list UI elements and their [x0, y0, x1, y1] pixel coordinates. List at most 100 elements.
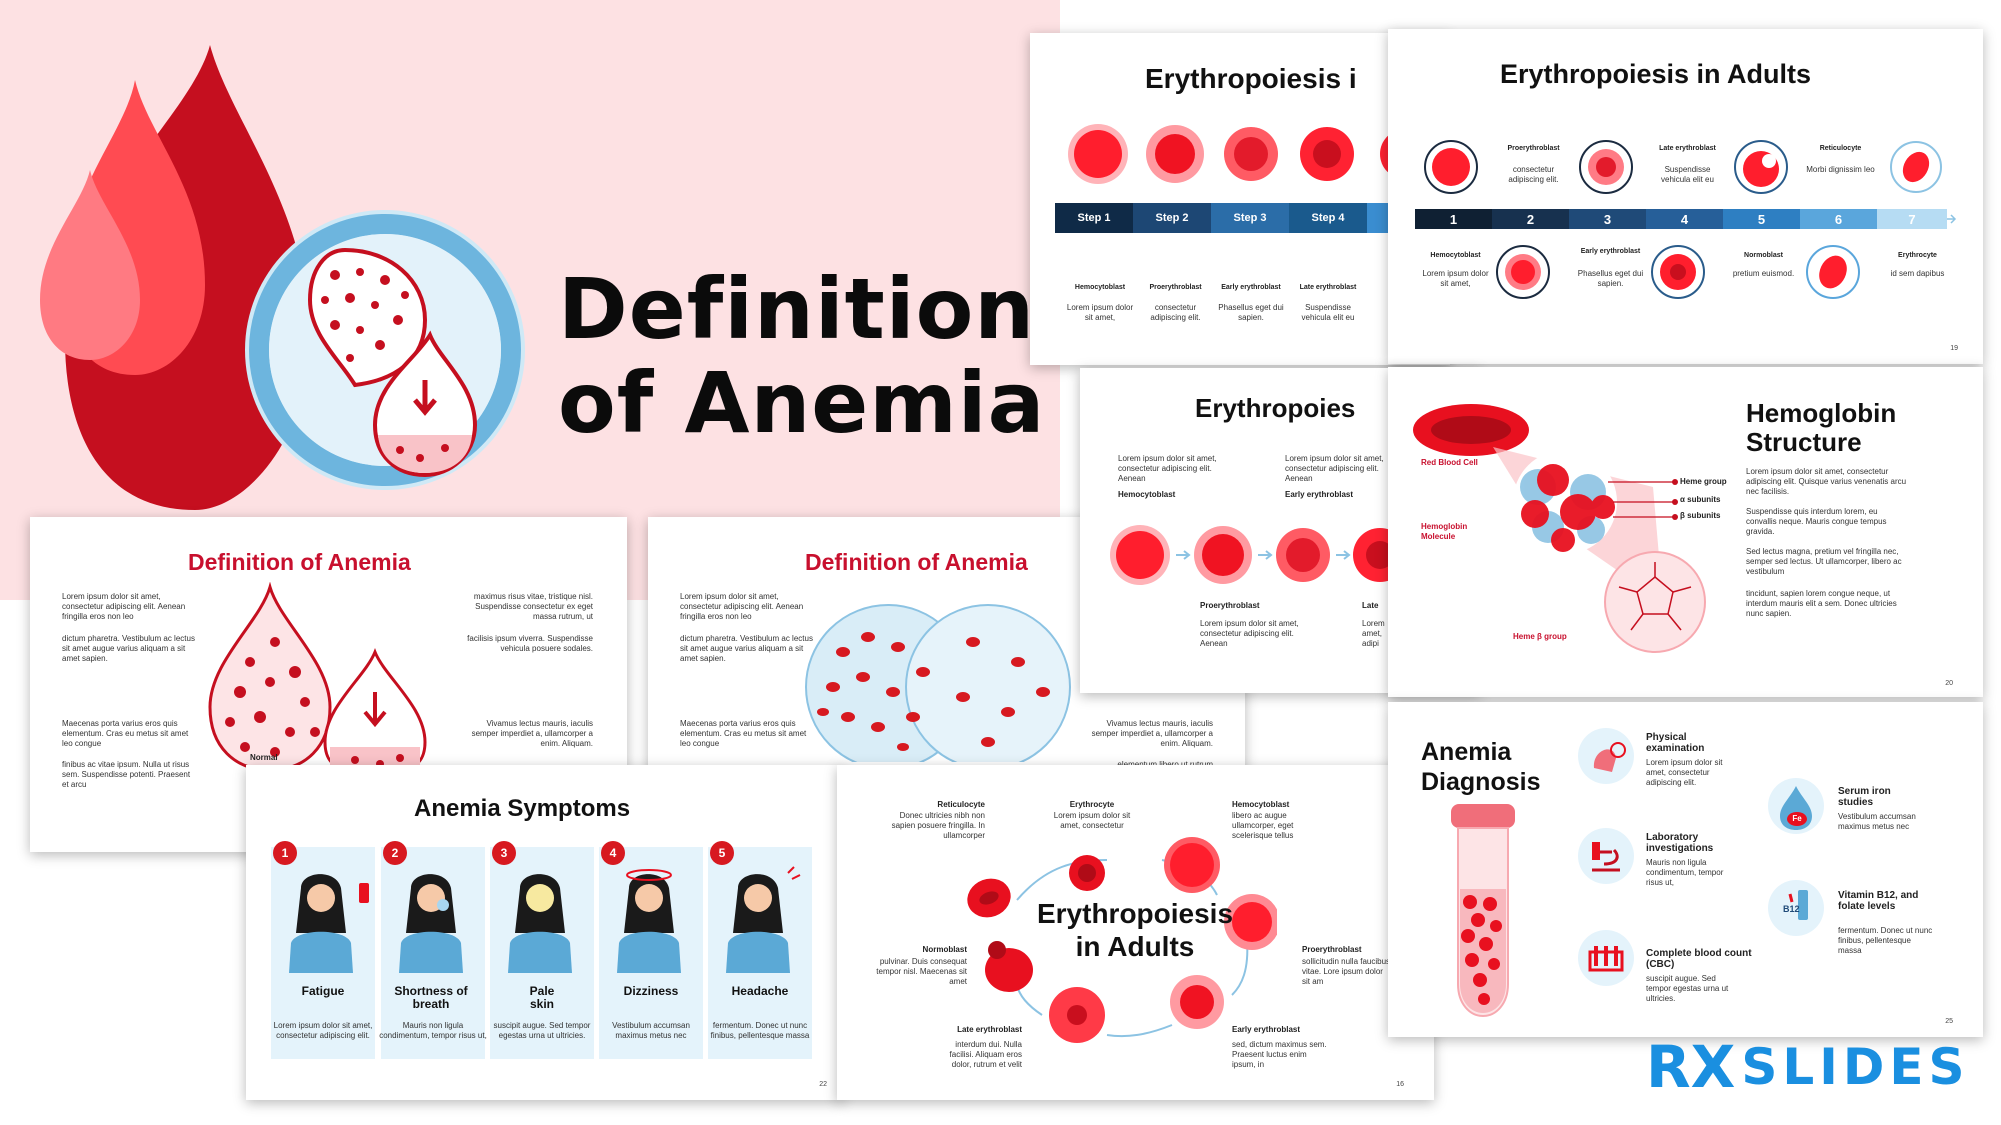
- symptom-label: Dizziness: [623, 984, 679, 998]
- step-4: Step 4: [1289, 203, 1367, 233]
- diagnosis-desc: Mauris non ligula condimentum, tempor ri…: [1646, 858, 1724, 887]
- slide-definition-of-anemia-1[interactable]: Definition of Anemia Lorem ipsum dolor s…: [30, 517, 627, 852]
- blood-sample-rack-icon: [1578, 930, 1634, 986]
- slide-title: Definition of Anemia: [188, 549, 411, 575]
- stage-desc: id sem dapibus: [1890, 269, 1945, 278]
- diagnosis-name: Vitamin B12, and folate levels: [1838, 890, 1919, 912]
- stage-desc: Suspendisse vehicula elit eu: [1661, 165, 1714, 184]
- iron-symbol: Fe: [1787, 812, 1807, 826]
- symptom-figures-illustration: [289, 866, 801, 973]
- stage-desc: consectetur adipiscing elit.: [1508, 165, 1559, 184]
- stage-name: Hemocytoblast: [1430, 252, 1481, 259]
- text-block: Lorem ipsum dolor sit amet, consectetur …: [1200, 619, 1299, 648]
- text-block: Maecenas porta varius eros quis elementu…: [62, 719, 189, 748]
- stage-desc: interdum dui. Nulla facilisi. Aliquam er…: [949, 1040, 1022, 1069]
- stage-desc: consectetur adipiscing elit.: [1150, 303, 1201, 322]
- diagnosis-items: Physical examination Lorem ipsum dolor s…: [1578, 728, 1968, 1013]
- diagnosis-desc: suscipit augue. Sed tempor egestas urna …: [1646, 974, 1729, 1003]
- test-tube-icon: [1451, 804, 1515, 1018]
- text-block: tincidunt, sapien lorem congue neque, ut…: [1746, 589, 1897, 618]
- text-block: elementum libero ut rutrum: [1078, 760, 1213, 770]
- step-3: Step 3: [1211, 203, 1289, 233]
- symptom-number: 2: [383, 841, 407, 865]
- label-heme-group: Heme group: [1680, 477, 1727, 486]
- symptom-number: 5: [710, 841, 734, 865]
- text-block: maximus risus vitae, tristique nisl. Sus…: [473, 592, 593, 621]
- slide-erythropoiesis-steps[interactable]: Erythropoiesis i Step 1 Step 2 Step 3 St…: [1030, 33, 1450, 365]
- stage-name: Proerythroblast: [1302, 945, 1362, 954]
- slide-anemia-diagnosis[interactable]: Anemia Diagnosis 25: [1388, 702, 1983, 1037]
- blood-drops-illustration: [40, 45, 525, 510]
- stage-desc: pulvinar. Duis consequat tempor nisl. Ma…: [876, 957, 967, 986]
- stage-desc: libero ac augue ullamcorper, eget sceler…: [1232, 811, 1294, 840]
- blood-drops-diagram: [208, 582, 427, 772]
- stage-name: Hemocytoblast: [1232, 800, 1290, 809]
- stage-number-4: 4: [1646, 209, 1723, 229]
- b12-symbol: B12: [1783, 904, 1800, 914]
- stage-number-7: 7: [1877, 209, 1947, 229]
- text-block: Suspendisse quis interdum lorem, eu conv…: [1746, 507, 1887, 536]
- diagnosis-name: Complete blood count (CBC): [1646, 948, 1752, 970]
- symptom-number: 3: [492, 841, 516, 865]
- stage-number-6: 6: [1800, 209, 1877, 229]
- diagnosis-name: Serum iron studies: [1838, 786, 1891, 808]
- text-block: dictum pharetra. Vestibulum ac lectus si…: [680, 634, 813, 663]
- stage-number-5: 5: [1723, 209, 1800, 229]
- physical-exam-icon: [1578, 728, 1634, 784]
- slide-title: Erythropoies: [1195, 393, 1356, 423]
- stage-name: Erythrocyte: [1898, 252, 1937, 259]
- stage-name: Early erythroblast: [1221, 284, 1281, 291]
- page-number: 16: [1396, 1081, 1404, 1088]
- stage-name: Proerythroblast: [1200, 601, 1260, 610]
- stage-name: Reticulocyte: [937, 800, 985, 809]
- text-block: Lorem amet, adipi: [1362, 619, 1385, 648]
- diagnosis-desc: Vestibulum accumsan maximus metus nec: [1838, 812, 1916, 831]
- stage-desc: pretium euismod.: [1732, 269, 1795, 278]
- stage-desc: sed, dictum maximus sem. Praesent luctus…: [1232, 1040, 1327, 1069]
- symptom-desc: Mauris non ligula condimentum, tempor ri…: [379, 1021, 487, 1040]
- stage-name: Late erythroblast: [1299, 284, 1357, 291]
- logo-name: SLIDES: [1741, 1038, 1970, 1096]
- stage-desc: sollicitudin nulla faucibus vitae. Lore …: [1302, 957, 1391, 986]
- text-block: Sed lectus magna, pretium vel fringilla …: [1746, 547, 1902, 576]
- symptom-desc: Lorem ipsum dolor sit amet, consectetur …: [273, 1021, 373, 1040]
- slide-erythropoiesis-flow[interactable]: Erythropoies Lorem ipsum dolor sit amet,…: [1080, 368, 1480, 693]
- stage-name: Normoblast: [922, 945, 967, 954]
- hero-title: Definition of Anemia: [558, 260, 1046, 452]
- symptom-desc: suscipit augue. Sed tempor egestas urna …: [493, 1021, 591, 1040]
- stage-name: Early erythroblast: [1285, 490, 1354, 499]
- symptom-desc: fermentum. Donec ut nunc finibus, pellen…: [710, 1021, 810, 1040]
- slide-erythropoiesis-cycle[interactable]: Erythropoiesis in Adults Reticulocyte Do…: [837, 765, 1434, 1100]
- symptom-label: Fatigue: [301, 984, 345, 998]
- slide-hemoglobin-structure[interactable]: Red Blood Cell Hemoglobin Molecule Heme …: [1388, 367, 1983, 697]
- normal-label: Normal: [250, 753, 278, 762]
- label-heme-beta-group: Heme β group: [1513, 632, 1567, 641]
- diagnosis-name: Physical examination: [1646, 732, 1705, 754]
- stage-name: Normoblast: [1744, 252, 1783, 259]
- timeline-arrow-icon: [1947, 214, 1957, 224]
- symptoms-panel: 1 2 3 4 5: [271, 841, 821, 1076]
- page-number: 19: [1950, 345, 1958, 352]
- stage-number-3: 3: [1569, 209, 1646, 229]
- symptom-label: Pale skin: [529, 984, 555, 1011]
- slide-title: Erythropoiesis i: [1145, 63, 1357, 94]
- stage-desc: Lorem ipsum dolor sit amet,: [1422, 269, 1489, 288]
- vitamin-b12-icon: [1768, 880, 1824, 936]
- diagnosis-desc: Lorem ipsum dolor sit amet, consectetur …: [1646, 758, 1723, 787]
- text-block: Lorem ipsum dolor sit amet, consectetur …: [1118, 454, 1217, 483]
- page-number: 25: [1945, 1018, 1953, 1025]
- text-block: Lorem ipsum dolor sit amet, consectetur …: [62, 592, 186, 621]
- rx-slides-logo: RX SLIDES: [1646, 1038, 1970, 1096]
- text-block: Maecenas porta varius eros quis elementu…: [680, 719, 807, 748]
- blood-smear-circles: [805, 604, 1071, 762]
- label-beta-subunits: β subunits: [1680, 511, 1721, 520]
- stage-name: Late erythroblast: [957, 1025, 1022, 1034]
- stage-number-2: 2: [1492, 209, 1569, 229]
- slide-erythropoiesis-in-adults-timeline[interactable]: Erythropoiesis in Adults Proerythroblast…: [1388, 29, 1983, 364]
- cells-bottom-row: [1496, 245, 1860, 299]
- text-block: finibus ac vitae ipsum. Nulla ut risus s…: [62, 760, 191, 789]
- text-block: dictum pharetra. Vestibulum ac lectus si…: [62, 634, 195, 663]
- stage-name: Reticulocyte: [1819, 145, 1862, 152]
- slide-title: Definition of Anemia: [805, 549, 1028, 575]
- text-block: Lorem ipsum dolor sit amet, consectetur …: [1285, 454, 1384, 483]
